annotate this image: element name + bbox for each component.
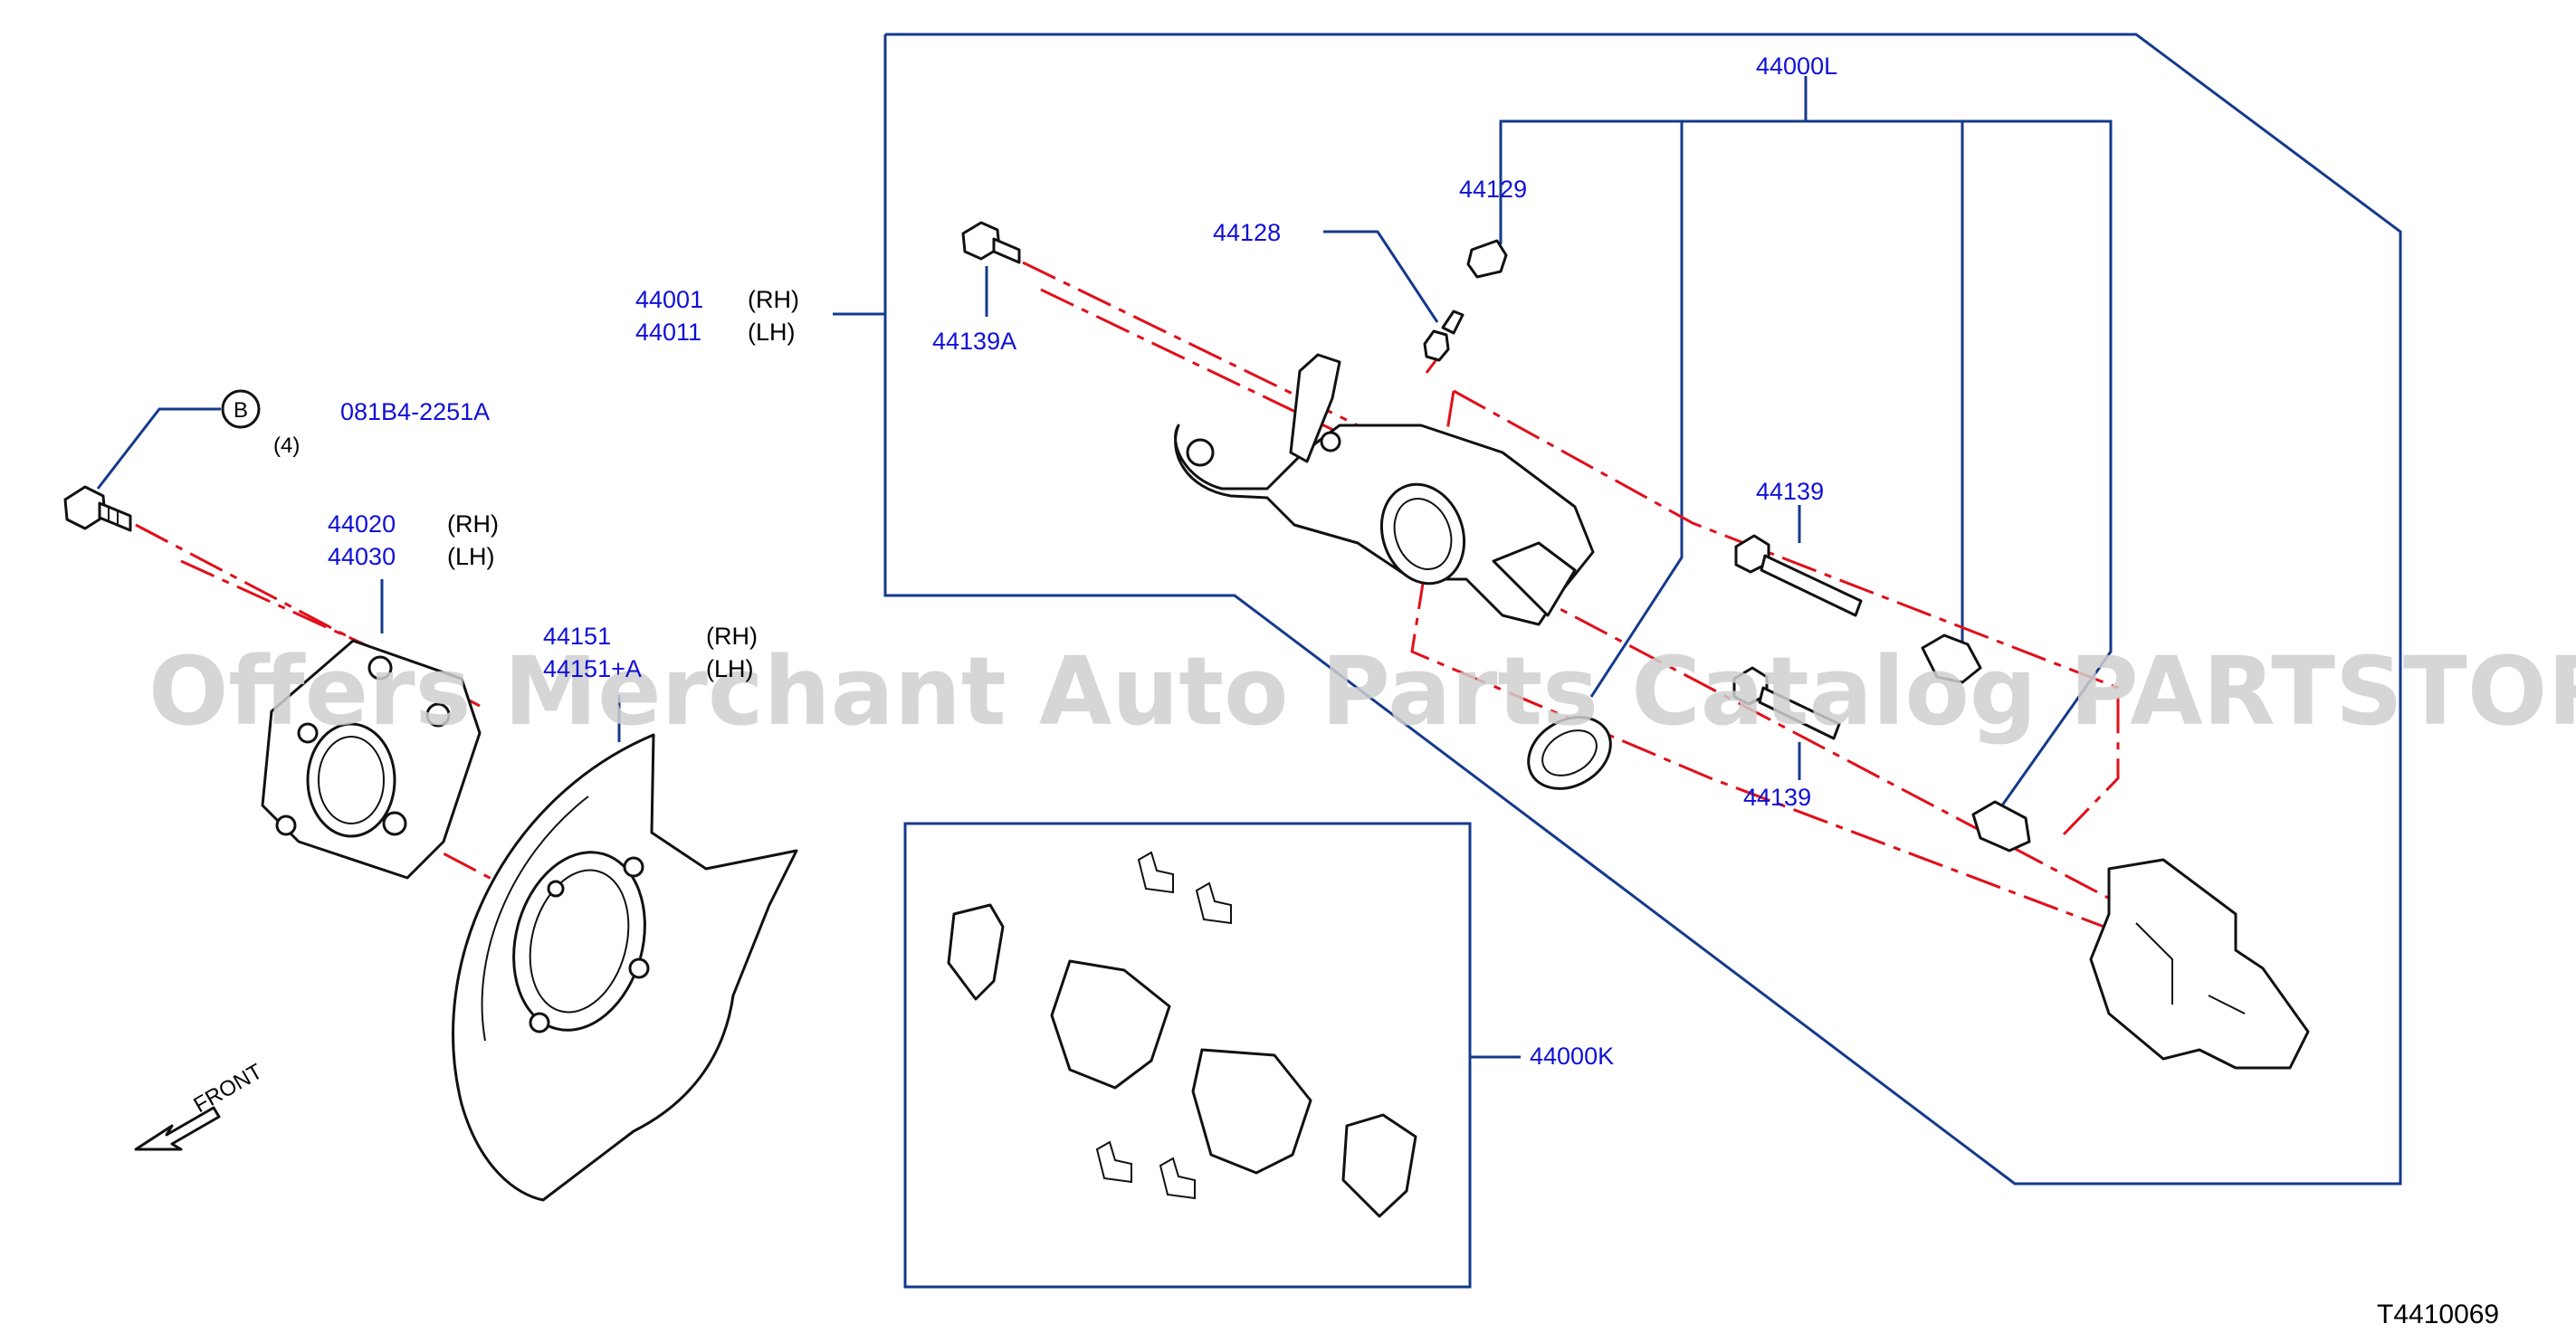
label-081B4: 081B4-2251A	[340, 398, 490, 425]
guide-pin-44139-top	[1734, 534, 1863, 617]
label-44011: 44011	[635, 319, 701, 346]
centerline-caliper	[1520, 586, 2191, 943]
pad-kit-contents	[947, 851, 1417, 1218]
label-44151A: 44151+A	[543, 655, 642, 682]
label-qty: (4)	[273, 433, 300, 458]
bleeder-cap-44129	[1466, 239, 1508, 279]
pin-boot-top	[1921, 633, 1982, 684]
parts	[63, 221, 2310, 1218]
pad-kit-frame	[903, 822, 1472, 1289]
leader-44000L-a	[1589, 121, 1684, 698]
label-44139A: 44139A	[932, 328, 1016, 355]
piston-seal	[1527, 716, 1612, 790]
diagram-code: T4410069	[2377, 1300, 2499, 1329]
b-marker-circle	[221, 389, 261, 429]
centerline-bolt-hub-2	[180, 559, 381, 653]
caliper-body-44001	[1174, 353, 1595, 626]
guide-pin-44139-bot	[1732, 666, 1841, 740]
splash-shield-44151	[452, 733, 798, 1202]
caliper-assembly-frame	[883, 33, 2402, 1186]
label-44020-side: (RH)	[447, 510, 499, 538]
label-44128: 44128	[1213, 219, 1281, 246]
label-44000K: 44000K	[1530, 1043, 1614, 1070]
label-44151: 44151	[543, 623, 611, 650]
leader-bolt	[96, 407, 221, 490]
label-44030-side: (LH)	[447, 543, 495, 570]
front-arrow	[134, 1106, 221, 1151]
center-lines	[135, 261, 2191, 961]
label-front: FRONT	[190, 1059, 267, 1118]
label-44129: 44129	[1459, 176, 1527, 203]
label-44020: 44020	[328, 510, 396, 538]
label-44011-side: (LH)	[748, 319, 796, 346]
centerline-guide-pins	[1453, 389, 2120, 836]
pin-boot-bot	[1971, 800, 2031, 852]
leader-lines	[96, 33, 2402, 1289]
label-44030: 44030	[328, 543, 396, 570]
watermark: Offers Merchant Auto Parts Catalog PARTS…	[148, 636, 2576, 747]
hub-mount-44020	[261, 639, 482, 880]
leader-44128	[1323, 230, 1439, 323]
b-marker-text: B	[234, 398, 248, 423]
caliper-bracket	[2089, 858, 2310, 1070]
label-44151-side: (RH)	[706, 623, 758, 650]
bleeder-screw-44128	[1423, 310, 1465, 362]
bolt-44139A	[961, 221, 1021, 264]
label-44151A-side: (LH)	[706, 655, 754, 682]
label-44001-side: (RH)	[748, 286, 799, 313]
label-44139-top: 44139	[1756, 478, 1824, 505]
bolt-081B4	[63, 485, 132, 532]
label-44000L: 44000L	[1756, 52, 1837, 80]
label-44139-bot: 44139	[1743, 784, 1811, 811]
labels: 44000L 44129 44128 44001 (RH) 44011 (LH)…	[190, 52, 2500, 1329]
label-44001: 44001	[635, 286, 703, 313]
leader-44000L-bracket	[1499, 119, 2113, 806]
